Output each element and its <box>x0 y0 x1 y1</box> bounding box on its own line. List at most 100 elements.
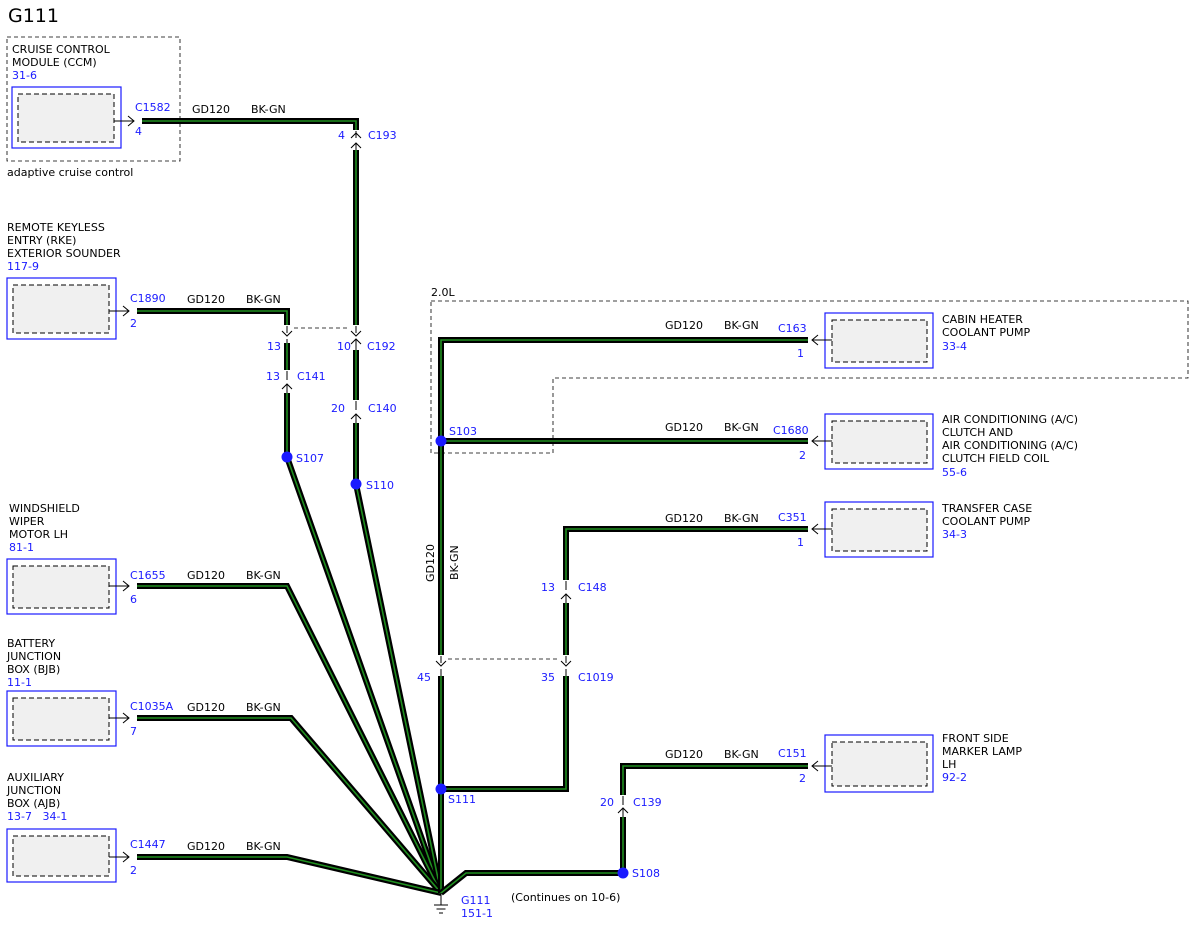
transfer-pump-wire-color: BK-GN <box>724 512 759 525</box>
ac-clutch-label-4: CLUTCH FIELD COIL <box>942 452 1050 465</box>
marker-lamp-ref: 92-2 <box>942 771 967 784</box>
wiper-pin: 6 <box>130 593 137 606</box>
ground-icon <box>434 893 448 914</box>
ac-clutch-connector: C1680 <box>773 424 809 437</box>
c193-pin: 4 <box>338 129 345 142</box>
ajb-label-1: AUXILIARY <box>7 771 64 784</box>
c139-pin: 20 <box>600 796 614 809</box>
rke-wire-color: BK-GN <box>246 293 281 306</box>
c148-name: C148 <box>578 581 607 594</box>
splice-s110 <box>350 478 362 490</box>
transfer-pump-label-1: TRANSFER CASE <box>941 502 1032 515</box>
marker-lamp-label-2: MARKER LAMP <box>942 745 1022 758</box>
splice-s111 <box>435 783 447 795</box>
ajb-wire-circuit: GD120 <box>187 840 225 853</box>
ccm-label-2: MODULE (CCM) <box>12 56 97 69</box>
c192-pin-b: 10 <box>337 340 351 353</box>
component-wiper <box>6 558 130 615</box>
ac-clutch-label-2: CLUTCH AND <box>942 426 1013 439</box>
s111-label: S111 <box>448 793 476 806</box>
continues-note: (Continues on 10-6) <box>511 891 620 904</box>
s103-label: S103 <box>449 425 477 438</box>
splice-s103 <box>435 435 447 447</box>
transfer-pump-connector: C351 <box>778 511 807 524</box>
rke-label-2: ENTRY (RKE) <box>7 234 76 247</box>
s108-label: S108 <box>632 867 660 880</box>
rke-label-3: EXTERIOR SOUNDER <box>7 247 121 260</box>
heater-pump-connector: C163 <box>778 322 807 335</box>
c193-name: C193 <box>368 129 397 142</box>
ccm-wire-color: BK-GN <box>251 103 286 116</box>
component-ac-clutch <box>811 413 934 470</box>
heater-pump-label-2: COOLANT PUMP <box>942 326 1031 339</box>
ac-clutch-ref: 55-6 <box>942 466 967 479</box>
marker-lamp-wire-circuit: GD120 <box>665 748 703 761</box>
ajb-pin: 2 <box>130 864 137 877</box>
bjb-label-1: BATTERY <box>7 637 55 650</box>
c148-pin: 13 <box>541 581 555 594</box>
heater-pump-wire-circuit: GD120 <box>665 319 703 332</box>
ccm-label-1: CRUISE CONTROL <box>12 43 111 56</box>
trunk-wire-color: BK-GN <box>448 545 461 580</box>
component-ccm <box>11 86 135 149</box>
ccm-connector: C1582 <box>135 101 171 114</box>
c139-name: C139 <box>633 796 662 809</box>
trunk-wire-circuit: GD120 <box>424 544 437 582</box>
ac-clutch-label-3: AIR CONDITIONING (A/C) <box>942 439 1078 452</box>
ccm-option-boundary <box>6 36 181 162</box>
ajb-label-2: JUNCTION <box>6 784 61 797</box>
component-transfer-pump <box>811 501 934 558</box>
bjb-connector: C1035A <box>130 700 174 713</box>
rke-ref: 117-9 <box>7 260 39 273</box>
wiper-connector: C1655 <box>130 569 166 582</box>
heater-pump-ref: 33-4 <box>942 340 967 353</box>
ac-clutch-pin: 2 <box>799 449 806 462</box>
marker-lamp-label-1: FRONT SIDE <box>942 732 1009 745</box>
s107-label: S107 <box>296 452 324 465</box>
c192-name: C192 <box>367 340 396 353</box>
engine-option-boundary <box>430 300 1189 454</box>
heater-pump-pin: 1 <box>797 347 804 360</box>
ajb-ref: 13-7 34-1 <box>7 810 67 823</box>
transfer-pump-ref: 34-3 <box>942 528 967 541</box>
c140-name: C140 <box>368 402 397 415</box>
wiper-ref: 81-1 <box>9 541 34 554</box>
ac-clutch-wire-color: BK-GN <box>724 421 759 434</box>
ajb-connector: C1447 <box>130 838 166 851</box>
bjb-ref: 11-1 <box>7 676 32 689</box>
component-heater-pump <box>811 312 934 369</box>
splice-s108 <box>617 867 629 879</box>
ground-ref: 151-1 <box>461 907 493 920</box>
marker-lamp-pin: 2 <box>799 772 806 785</box>
c141-name: C141 <box>297 370 326 383</box>
transfer-pump-label-2: COOLANT PUMP <box>942 515 1031 528</box>
c1019-name: C1019 <box>578 671 614 684</box>
wires <box>137 118 808 896</box>
bjb-wire-circuit: GD120 <box>187 701 225 714</box>
wiper-wire-color: BK-GN <box>246 569 281 582</box>
ccm-wire-circuit: GD120 <box>192 103 230 116</box>
rke-wire-circuit: GD120 <box>187 293 225 306</box>
rke-connector: C1890 <box>130 292 166 305</box>
c141-pin: 13 <box>266 370 280 383</box>
rke-label-1: REMOTE KEYLESS <box>7 221 105 234</box>
marker-lamp-label-3: LH <box>942 758 956 771</box>
bjb-label-2: JUNCTION <box>6 650 61 663</box>
ground-name: G111 <box>461 894 491 907</box>
ccm-pin: 4 <box>135 125 142 138</box>
ccm-ref: 31-6 <box>12 69 37 82</box>
wiper-wire-circuit: GD120 <box>187 569 225 582</box>
ajb-label-3: BOX (AJB) <box>7 797 60 810</box>
ac-clutch-label-1: AIR CONDITIONING (A/C) <box>942 413 1078 426</box>
c1019-pin-b: 35 <box>541 671 555 684</box>
component-marker-lamp <box>811 734 934 793</box>
component-ajb <box>6 828 130 883</box>
diagram-title: G111 <box>8 5 59 27</box>
c140-pin: 20 <box>331 402 345 415</box>
ccm-note: adaptive cruise control <box>7 166 133 179</box>
ac-clutch-wire-circuit: GD120 <box>665 421 703 434</box>
heater-pump-wire-color: BK-GN <box>724 319 759 332</box>
wiper-label-3: MOTOR LH <box>9 528 68 541</box>
c1019-pin-a: 45 <box>417 671 431 684</box>
